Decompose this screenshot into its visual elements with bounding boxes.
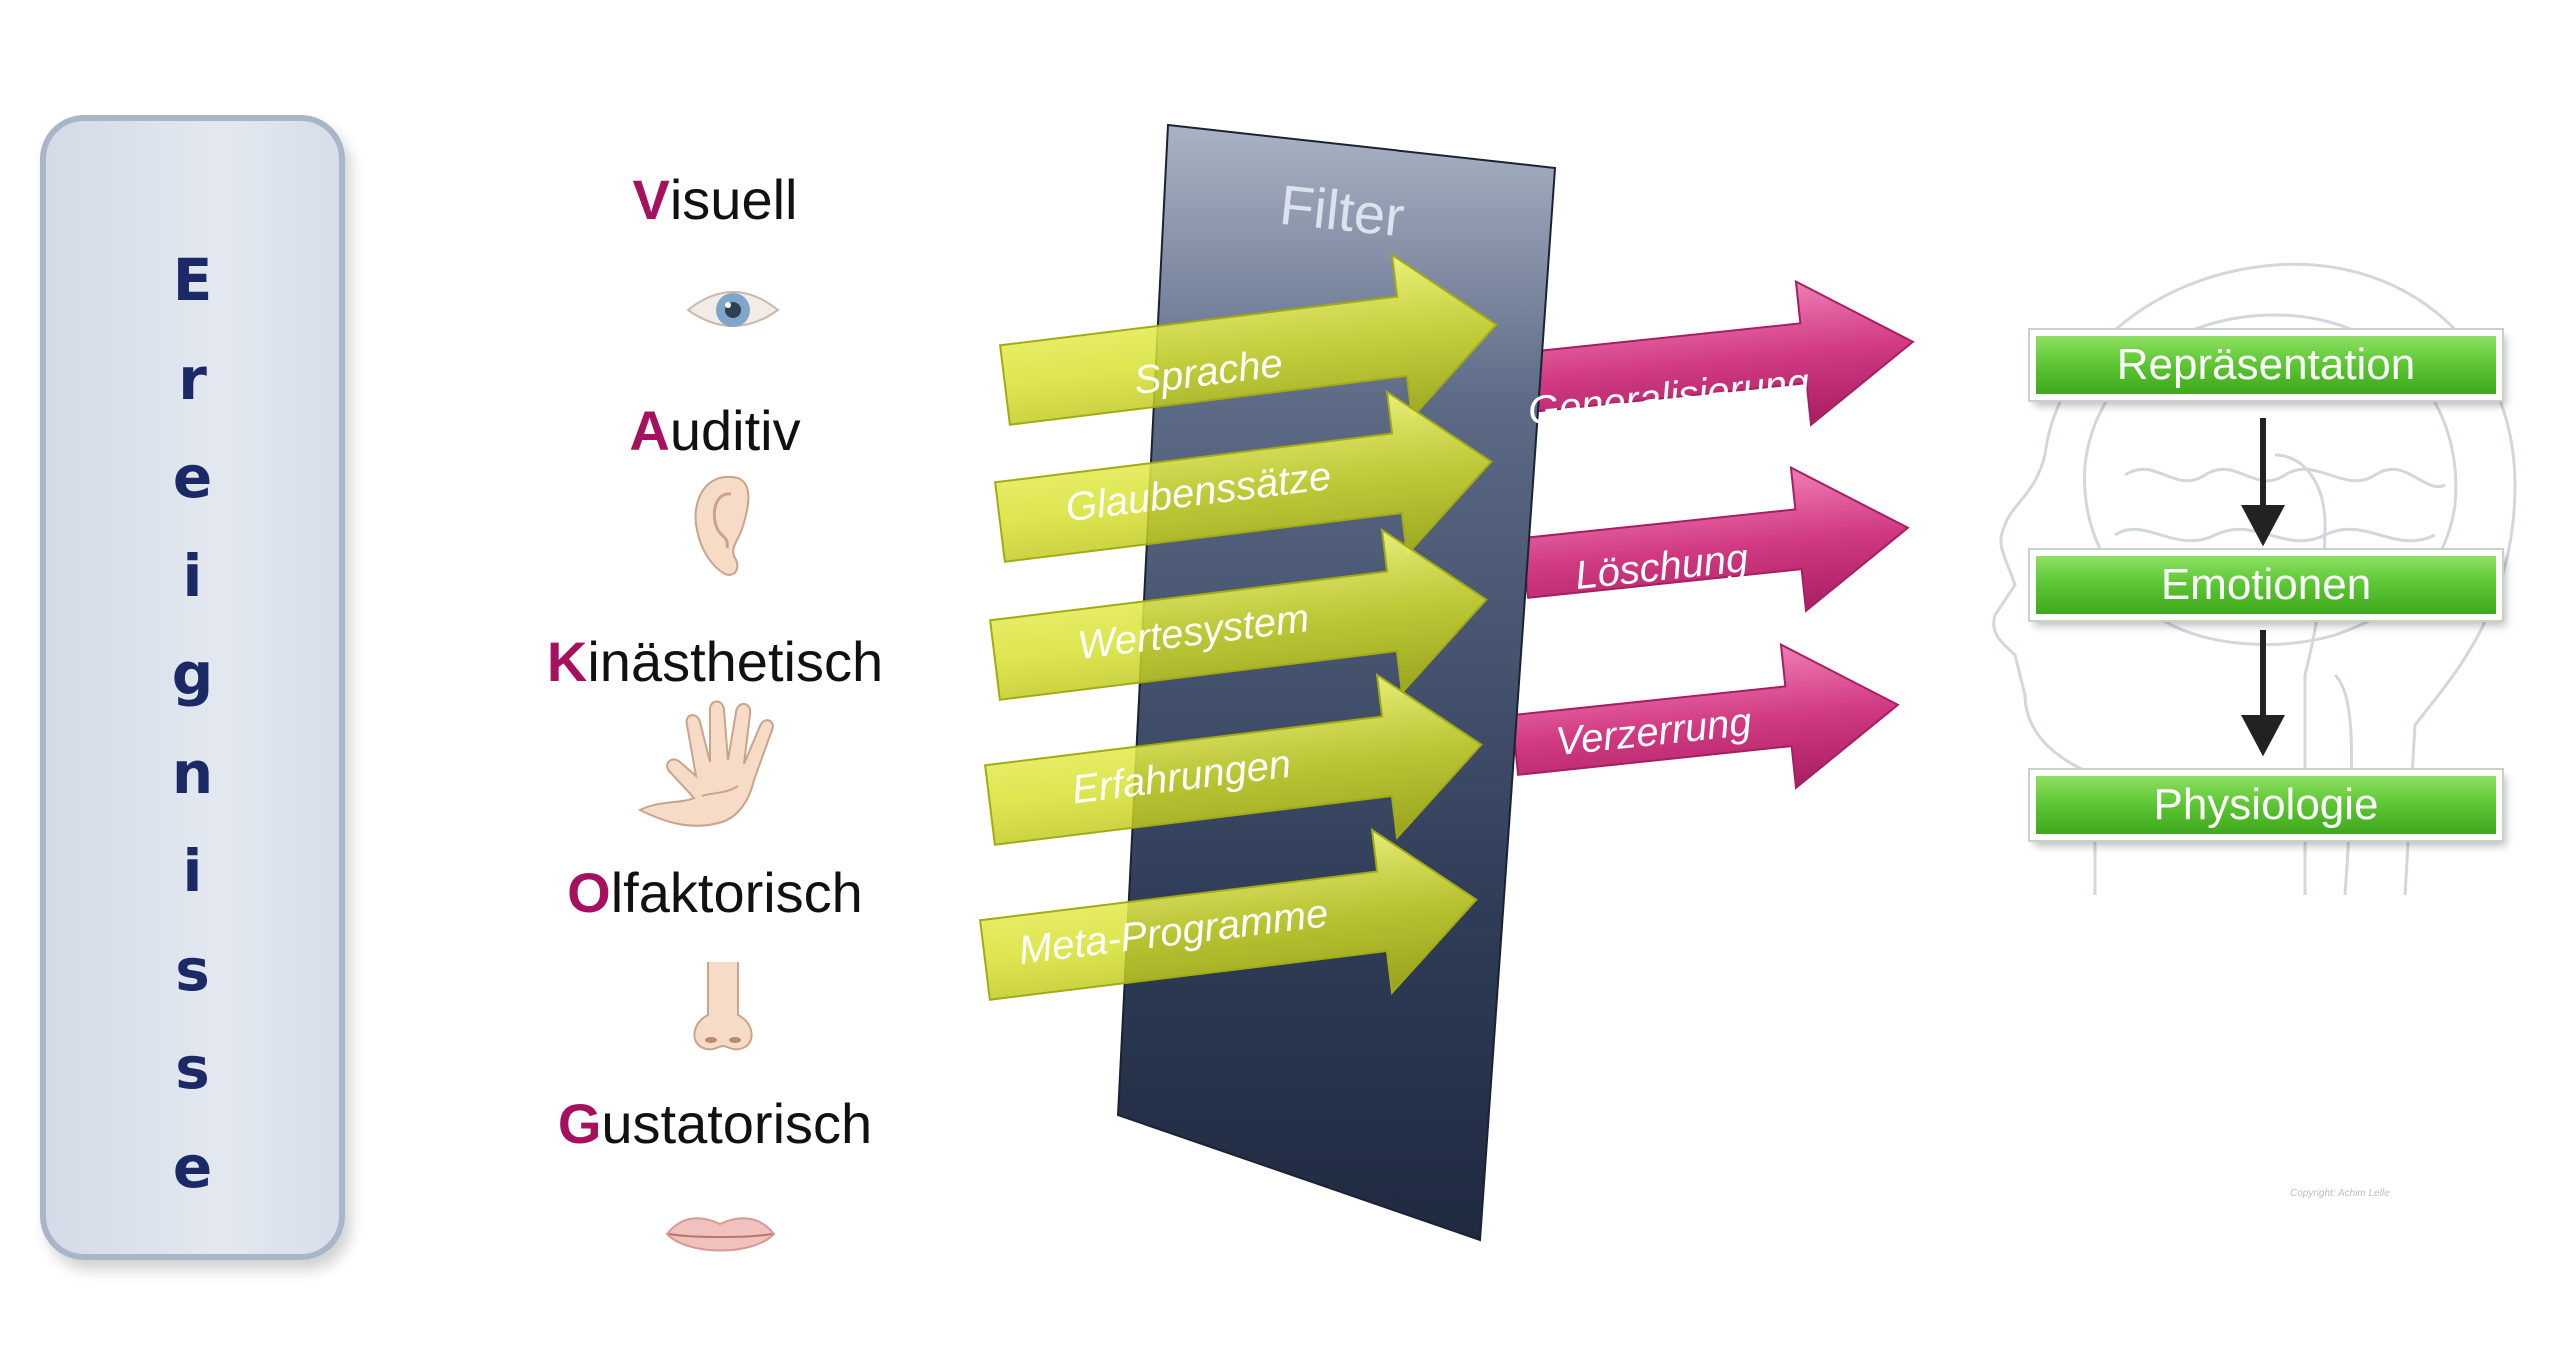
output-arrow: [1510, 642, 1900, 790]
sense-rest: lfaktorisch: [610, 861, 863, 924]
output-arrows: [1510, 279, 1915, 790]
sense-initial: V: [632, 168, 670, 231]
event-letter: e: [172, 1132, 213, 1201]
event-letters: E r e i g n i s s e: [46, 231, 339, 1216]
down-arrow-head-icon: [2241, 505, 2285, 547]
sense-gustatorisch: Gustatorisch: [480, 1096, 950, 1152]
input-arrow: [979, 827, 1478, 1001]
sense-initial: G: [557, 1092, 602, 1155]
sense-rest: uditiv: [669, 399, 801, 462]
sense-visuell: Visuell: [480, 172, 950, 228]
sense-rest: inästhetisch: [587, 630, 884, 693]
sense-initial: O: [567, 861, 611, 924]
sense-initial: K: [546, 630, 588, 693]
event-letter: E: [172, 246, 213, 314]
event-letter: g: [171, 640, 214, 708]
copyright-text: Copyright: Achim Lelle: [2290, 1188, 2390, 1199]
event-panel: E r e i g n i s s e: [40, 115, 345, 1260]
ear-icon: [694, 475, 750, 576]
event-letter: s: [175, 1034, 210, 1102]
sense-rest: ustatorisch: [601, 1092, 873, 1155]
sense-rest: isuell: [669, 168, 798, 231]
sense-auditiv: Auditiv: [480, 403, 950, 459]
nose-icon: [693, 962, 753, 1051]
lips-icon: [665, 1217, 776, 1252]
input-arrow: [989, 527, 1488, 701]
sense-initial: A: [629, 399, 670, 462]
sense-kinaesthetisch: Kinästhetisch: [480, 634, 950, 690]
event-letter: i: [182, 541, 203, 610]
filter-panel: [1116, 123, 1557, 1242]
result-box-repraesentation: Repräsentation: [2030, 330, 2502, 400]
filter-title: Filter: [1277, 173, 1407, 249]
result-box-emotionen: Emotionen: [2030, 550, 2502, 620]
eye-icon: [686, 291, 780, 327]
event-letter: r: [178, 344, 207, 413]
output-arrow: [1525, 279, 1915, 427]
down-arrow-head-icon: [2241, 715, 2285, 757]
input-arrow: [999, 252, 1498, 426]
input-arrow: [994, 389, 1493, 563]
output-arrow: [1520, 465, 1910, 613]
event-letter: i: [182, 837, 203, 905]
result-box-physiologie: Physiologie: [2030, 770, 2502, 840]
input-arrows: [979, 252, 1498, 1001]
result-connectors: [2241, 418, 2285, 757]
event-letter: s: [175, 935, 210, 1004]
hand-icon: [637, 700, 774, 827]
input-arrow: [984, 672, 1483, 846]
event-letter: n: [171, 738, 214, 807]
event-letter: e: [172, 443, 213, 511]
sense-olfaktorisch: Olfaktorisch: [480, 865, 950, 921]
